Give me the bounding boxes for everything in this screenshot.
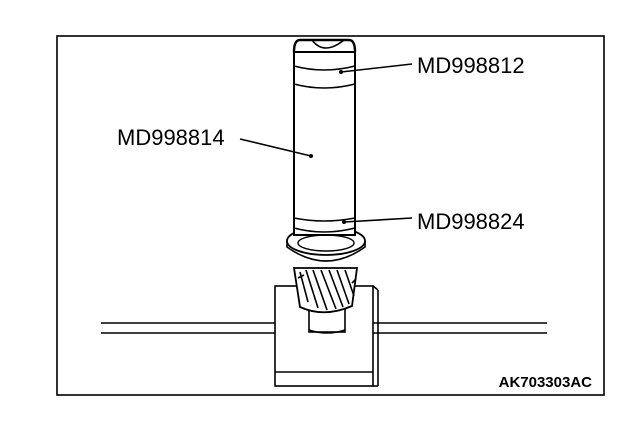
leader-dot-shaft (309, 154, 313, 158)
leader-lines (239, 63, 413, 223)
tool-shaft-body (292, 38, 357, 236)
figure-frame (56, 35, 605, 396)
leader-dot-collar (342, 220, 346, 224)
label-top-tool: MD998812 (417, 53, 525, 78)
label-shaft-tool: MD998814 (117, 125, 225, 150)
figure-code: AK703303AC (499, 374, 593, 391)
label-collar-tool: MD998824 (417, 209, 525, 234)
helical-gear (292, 267, 359, 314)
leader-dot-top (339, 70, 343, 74)
